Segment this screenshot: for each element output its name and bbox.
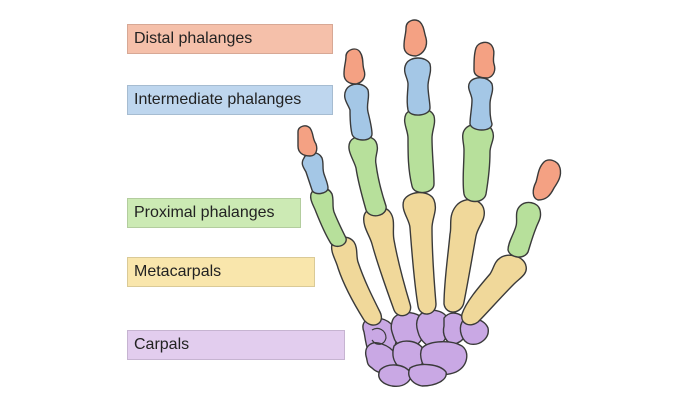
metacarpal-middle bbox=[402, 191, 437, 315]
distal-phalanx-bones bbox=[297, 19, 562, 201]
intermediate-little bbox=[301, 152, 329, 195]
distal-index bbox=[473, 41, 496, 79]
distal-middle bbox=[403, 19, 428, 57]
proximal-index bbox=[462, 123, 495, 203]
distal-little bbox=[297, 125, 318, 157]
label-intermediate-phalanges: Intermediate phalanges bbox=[127, 85, 333, 115]
metacarpal-thumb bbox=[461, 254, 528, 326]
intermediate-index bbox=[467, 77, 494, 131]
distal-ring bbox=[343, 48, 366, 85]
label-proximal-phalanges: Proximal phalanges bbox=[127, 198, 301, 228]
metacarpal-little bbox=[330, 236, 383, 326]
metacarpal-index bbox=[443, 199, 486, 313]
proximal-ring bbox=[348, 135, 387, 217]
proximal-little bbox=[309, 187, 347, 248]
proximal-middle bbox=[403, 107, 436, 194]
distal-thumb bbox=[532, 159, 562, 201]
intermediate-ring bbox=[343, 83, 373, 141]
carpal-bone-7 bbox=[392, 340, 426, 371]
carpal-bone-10 bbox=[408, 363, 447, 387]
label-metacarpals: Metacarpals bbox=[127, 257, 315, 287]
proximal-thumb bbox=[507, 201, 542, 258]
proximal-phalanx-bones bbox=[309, 107, 542, 258]
carpal-detail bbox=[371, 327, 387, 345]
intermediate-middle bbox=[403, 57, 432, 116]
carpal-bone-9 bbox=[378, 364, 412, 387]
intermediate-phalanx-bones bbox=[301, 57, 494, 195]
metacarpal-bones bbox=[330, 191, 528, 326]
label-carpals: Carpals bbox=[127, 330, 345, 360]
label-distal-phalanges: Distal phalanges bbox=[127, 24, 333, 54]
metacarpal-ring bbox=[362, 206, 412, 317]
